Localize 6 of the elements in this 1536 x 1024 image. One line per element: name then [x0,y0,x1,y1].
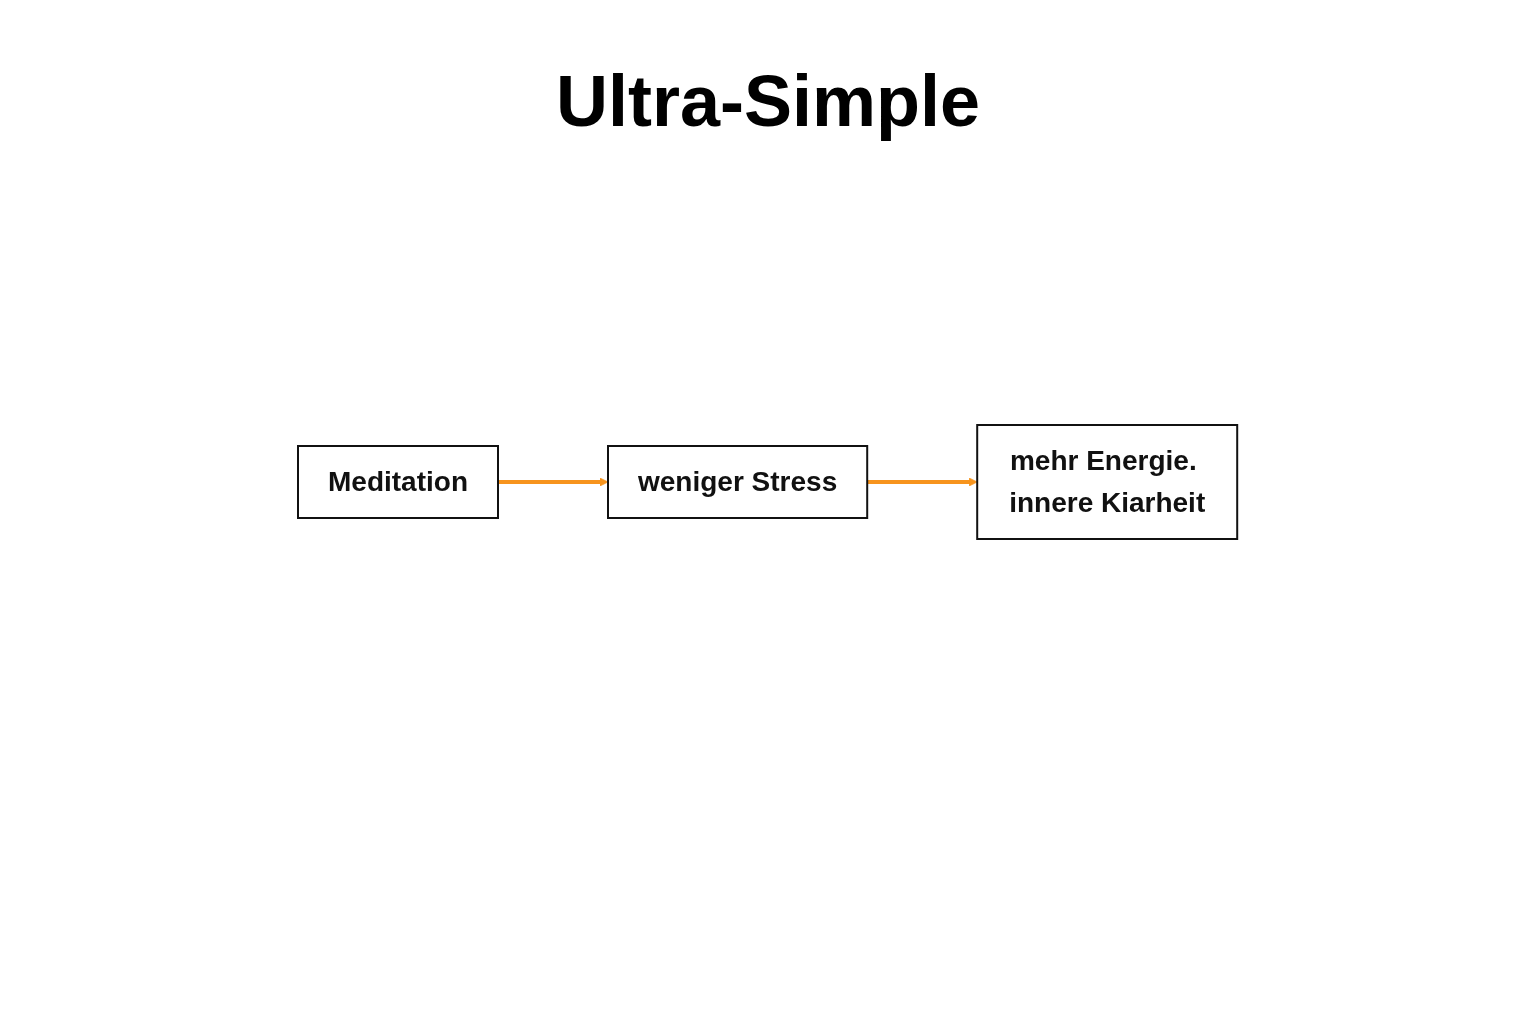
node-box: Meditation [297,445,500,519]
node-box: mehr Energie. innere Kiarheit [976,424,1239,540]
arrow [867,477,978,487]
node-box: weniger Stress [607,445,869,519]
arrow [498,477,609,487]
title: Ultra-Simple [554,60,982,142]
